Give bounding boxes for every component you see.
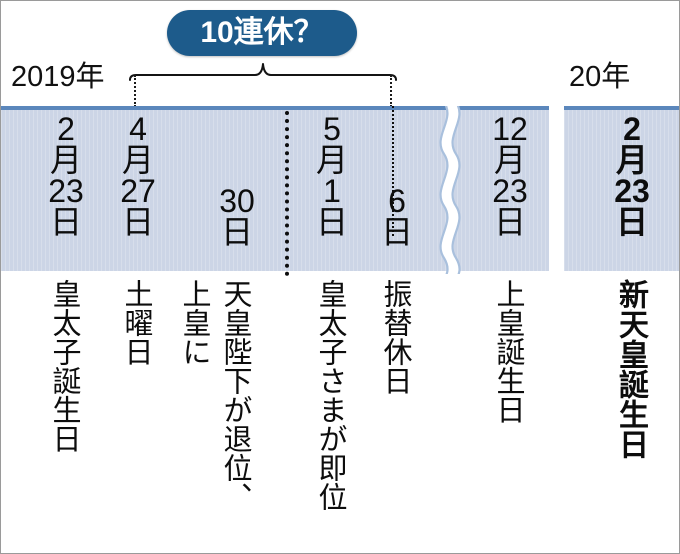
title-badge-label: 10連休？ bbox=[200, 16, 324, 49]
date-stack-may1-2019: 5 月 1 日 bbox=[307, 111, 357, 241]
holiday-span-bracket bbox=[129, 63, 397, 81]
date-part: 4 bbox=[129, 111, 147, 147]
timeline-band-2019 bbox=[1, 106, 549, 271]
date-part: 日 bbox=[615, 204, 648, 241]
date-part: 6 bbox=[388, 183, 406, 219]
date-part: 日 bbox=[493, 204, 526, 241]
caption-apr30-2019: 天皇陛下が退位、 bbox=[219, 279, 251, 511]
date-stack-feb23-2019: 2 月 23 日 bbox=[41, 111, 91, 241]
date-stack-feb23-2020: 2 月 23 日 bbox=[606, 111, 658, 241]
date-stack-apr27-2019: 4 月 27 日 bbox=[113, 111, 163, 241]
band-divider-apr30-may1 bbox=[285, 111, 289, 276]
caption-dec23-2019: 上皇誕生日 bbox=[492, 279, 524, 424]
date-part: 月 bbox=[493, 142, 526, 179]
date-part: 日 bbox=[121, 204, 154, 241]
bracket-tick-left bbox=[134, 75, 136, 107]
date-part: 月 bbox=[315, 142, 348, 179]
date-part: 2 bbox=[623, 111, 641, 147]
band-divider-may1-may6 bbox=[392, 106, 394, 236]
date-part: 1 bbox=[323, 173, 341, 210]
date-stack-may6-2019: 6 日 bbox=[372, 183, 422, 251]
date-part: 27 bbox=[120, 173, 156, 210]
date-part: 日 bbox=[220, 214, 253, 251]
caption-apr27-2019: 土曜日 bbox=[120, 279, 152, 366]
date-part: 日 bbox=[380, 214, 413, 251]
caption-apr30-2019-extra: 上皇に bbox=[178, 279, 210, 366]
year-label-left: 2019年 bbox=[11, 61, 105, 93]
bracket-tick-right bbox=[390, 75, 392, 107]
date-part: 23 bbox=[48, 173, 84, 210]
title-badge: 10連休？ bbox=[167, 10, 357, 56]
date-part: 5 bbox=[323, 111, 341, 147]
date-part: 月 bbox=[49, 142, 82, 179]
year-label-right: 20年 bbox=[569, 61, 631, 93]
date-part: 月 bbox=[121, 142, 154, 179]
timeline-break-wave bbox=[439, 106, 461, 274]
caption-may6-2019: 振替休日 bbox=[379, 279, 411, 395]
caption-feb23-2020: 新天皇誕生日 bbox=[614, 279, 647, 459]
caption-feb23-2019: 皇太子誕生日 bbox=[48, 279, 80, 453]
date-part: 月 bbox=[615, 142, 648, 179]
date-stack-dec23-2019: 12 月 23 日 bbox=[484, 111, 536, 241]
date-part: 日 bbox=[315, 204, 348, 241]
date-part: 23 bbox=[614, 173, 650, 210]
caption-may1-2019: 皇太子さまが即位 bbox=[314, 279, 346, 511]
timeline-band-2020 bbox=[564, 106, 679, 271]
date-part: 12 bbox=[492, 111, 528, 147]
date-part: 2 bbox=[57, 111, 75, 147]
date-part: 30 bbox=[219, 183, 255, 219]
date-stack-apr30-2019: 30 日 bbox=[212, 183, 262, 251]
date-part: 日 bbox=[49, 204, 82, 241]
date-part: 23 bbox=[492, 173, 528, 210]
